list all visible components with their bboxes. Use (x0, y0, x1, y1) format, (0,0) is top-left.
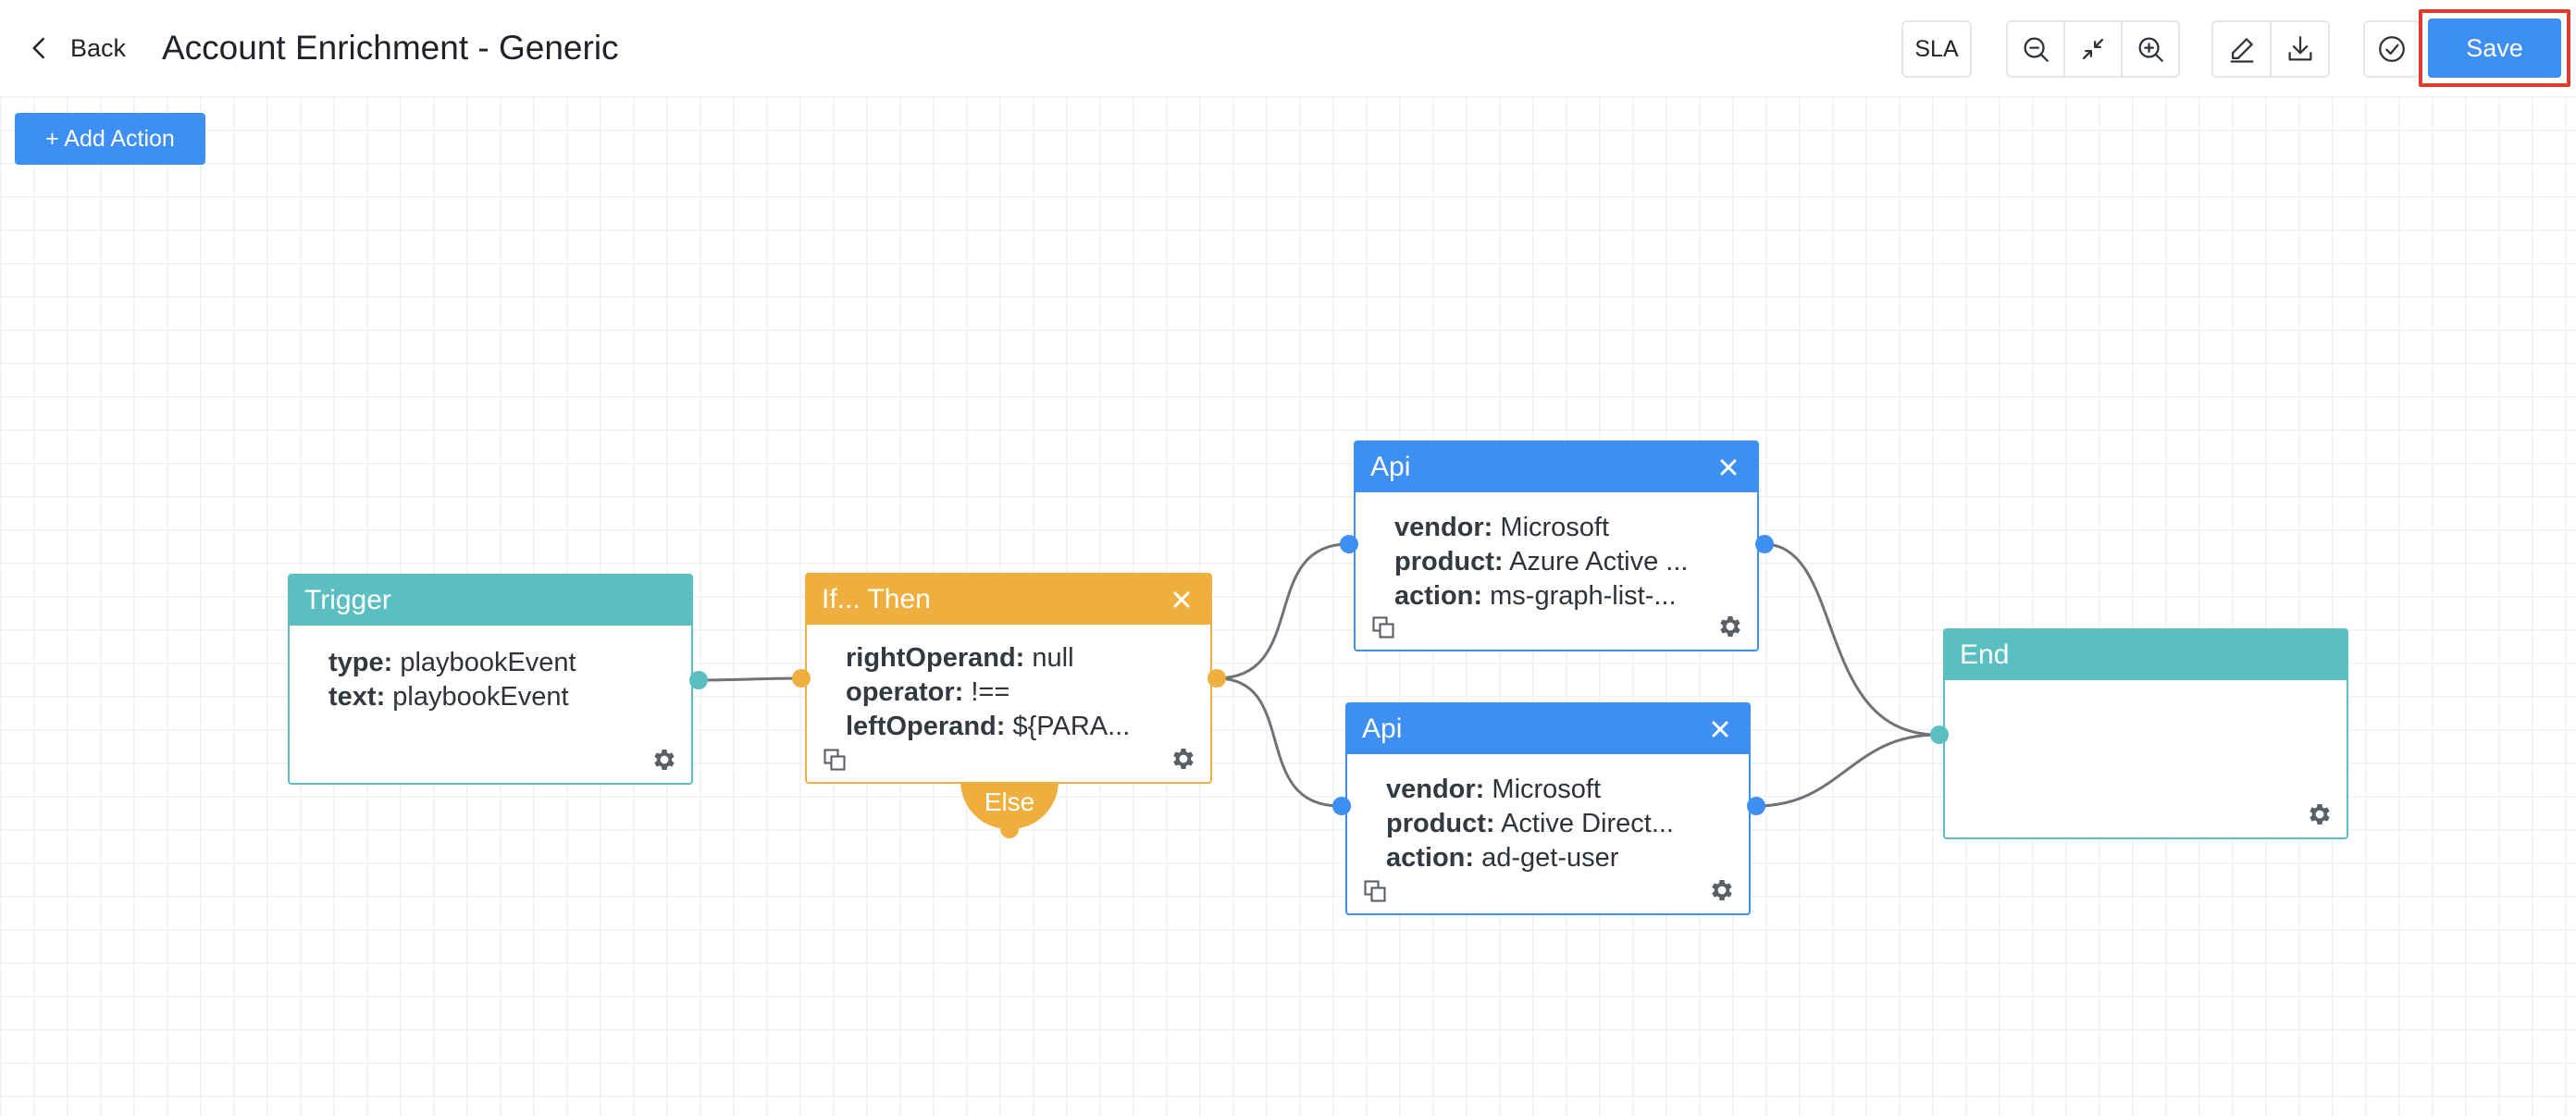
zoom-out-button[interactable] (2008, 22, 2065, 76)
api-azure-output-port[interactable] (1755, 535, 1774, 553)
row-key: text: (328, 682, 386, 712)
close-icon[interactable] (1713, 442, 1744, 492)
duplicate-icon[interactable] (1362, 878, 1388, 904)
row-value: ad-get-user (1481, 843, 1619, 873)
row-key: action: (1386, 843, 1475, 873)
row-value: ${PARA... (1012, 712, 1131, 741)
trigger-node[interactable]: Trigger type: playbookEvent text: playbo… (288, 574, 693, 785)
condition-output-port[interactable] (1208, 669, 1226, 688)
trigger-output-port[interactable] (689, 671, 708, 689)
connector-trigger-to-condition (698, 676, 802, 682)
add-action-button[interactable]: + Add Action (15, 113, 205, 165)
edit-button[interactable] (2213, 22, 2272, 76)
gear-icon[interactable] (1170, 745, 1197, 773)
save-button[interactable]: Save (2428, 19, 2561, 78)
sla-button[interactable]: SLA (1901, 20, 1972, 78)
save-button-highlight (2419, 9, 2570, 87)
row-value: null (1032, 643, 1074, 673)
chevron-left-icon (32, 37, 44, 59)
row-value: Active Direct... (1501, 809, 1674, 838)
row-key: product: (1394, 547, 1504, 577)
gear-icon[interactable] (650, 746, 678, 774)
connector-api-bottom-to-end (1755, 733, 1938, 808)
fit-to-screen-icon (2082, 38, 2104, 60)
gear-icon[interactable] (1708, 876, 1736, 904)
row-key: rightOperand: (846, 643, 1025, 673)
api-row-vendor: vendor: Microsoft (1394, 511, 1757, 545)
condition-input-port[interactable] (792, 669, 811, 688)
gear-icon[interactable] (2306, 800, 2334, 828)
row-key: vendor: (1386, 775, 1485, 804)
condition-row-left-operand: leftOperand: ${PARA... (846, 710, 1210, 744)
api-row-action: action: ms-graph-list-... (1394, 579, 1757, 614)
end-input-port[interactable] (1930, 725, 1949, 744)
zoom-out-icon (2024, 37, 2049, 62)
close-icon[interactable] (1704, 704, 1736, 754)
row-key: action: (1394, 581, 1483, 611)
row-value: Microsoft (1500, 513, 1610, 542)
condition-node[interactable]: If... Then rightOperand: null operator: … (805, 573, 1212, 784)
api-row-product: product: Active Direct... (1386, 807, 1749, 841)
trigger-node-title[interactable]: Trigger (290, 576, 691, 626)
end-node[interactable]: End (1943, 628, 2348, 839)
back-label: Back (70, 33, 127, 62)
api-ad-output-port[interactable] (1747, 797, 1765, 815)
row-value: Microsoft (1492, 775, 1602, 804)
condition-node-body: rightOperand: null operator: !== leftOpe… (807, 625, 1210, 744)
api-azure-input-port[interactable] (1340, 535, 1358, 553)
connector-api-top-to-end (1763, 542, 1938, 737)
api-node-body: vendor: Microsoft product: Active Direct… (1347, 754, 1749, 875)
else-output-port[interactable] (1000, 820, 1019, 838)
zoom-in-icon (2138, 37, 2163, 62)
header-bar: Back Account Enrichment - Generic SLA (0, 0, 2576, 96)
connection-lines (698, 542, 1938, 808)
condition-node-title[interactable]: If... Then (807, 575, 1210, 625)
condition-row-operator: operator: !== (846, 676, 1210, 710)
workflow-canvas[interactable]: + Add Action Trigger type: playbookEvent… (0, 96, 2576, 1116)
download-icon (2288, 36, 2311, 61)
api-row-action: action: ad-get-user (1386, 841, 1749, 875)
api-row-product: product: Azure Active ... (1394, 545, 1757, 579)
check-circle-icon (2379, 36, 2405, 62)
api-node-title[interactable]: Api (1356, 442, 1757, 492)
download-button[interactable] (2272, 22, 2328, 76)
trigger-row-text: text: playbookEvent (328, 680, 691, 714)
row-value: playbookEvent (392, 682, 569, 712)
connector-condition-to-api-top (1216, 542, 1349, 680)
zoom-in-button[interactable] (2123, 22, 2178, 76)
end-node-title[interactable]: End (1945, 630, 2347, 680)
api-node-azure[interactable]: Api vendor: Microsoft product: Azure Act… (1354, 440, 1759, 651)
connector-condition-to-api-bottom (1216, 676, 1341, 808)
edit-controls (2211, 20, 2330, 78)
fit-to-screen-button[interactable] (2065, 22, 2123, 76)
back-button[interactable]: Back (26, 24, 126, 72)
trigger-row-type: type: playbookEvent (328, 646, 691, 680)
row-key: operator: (846, 677, 964, 707)
zoom-controls (2006, 20, 2180, 78)
gear-icon[interactable] (1716, 613, 1744, 640)
api-row-vendor: vendor: Microsoft (1386, 773, 1749, 807)
close-icon[interactable] (1166, 575, 1197, 625)
api-ad-input-port[interactable] (1332, 797, 1351, 815)
api-node-active-directory[interactable]: Api vendor: Microsoft product: Active Di… (1345, 702, 1751, 915)
row-value: !== (971, 677, 1010, 707)
duplicate-icon[interactable] (1370, 614, 1396, 640)
validate-button[interactable] (2363, 20, 2421, 78)
api-node-body: vendor: Microsoft product: Azure Active … (1356, 492, 1757, 614)
row-value: ms-graph-list-... (1490, 581, 1677, 611)
row-key: type: (328, 648, 393, 677)
duplicate-icon[interactable] (822, 747, 848, 773)
condition-row-right-operand: rightOperand: null (846, 641, 1210, 676)
row-key: product: (1386, 809, 1495, 838)
page-title: Account Enrichment - Generic (162, 29, 619, 67)
api-node-title[interactable]: Api (1347, 704, 1749, 754)
edit-icon (2230, 38, 2253, 63)
trigger-node-body: type: playbookEvent text: playbookEvent (290, 626, 691, 714)
row-key: vendor: (1394, 513, 1493, 542)
row-key: leftOperand: (846, 712, 1006, 741)
row-value: playbookEvent (400, 648, 576, 677)
row-value: Azure Active ... (1509, 547, 1689, 577)
